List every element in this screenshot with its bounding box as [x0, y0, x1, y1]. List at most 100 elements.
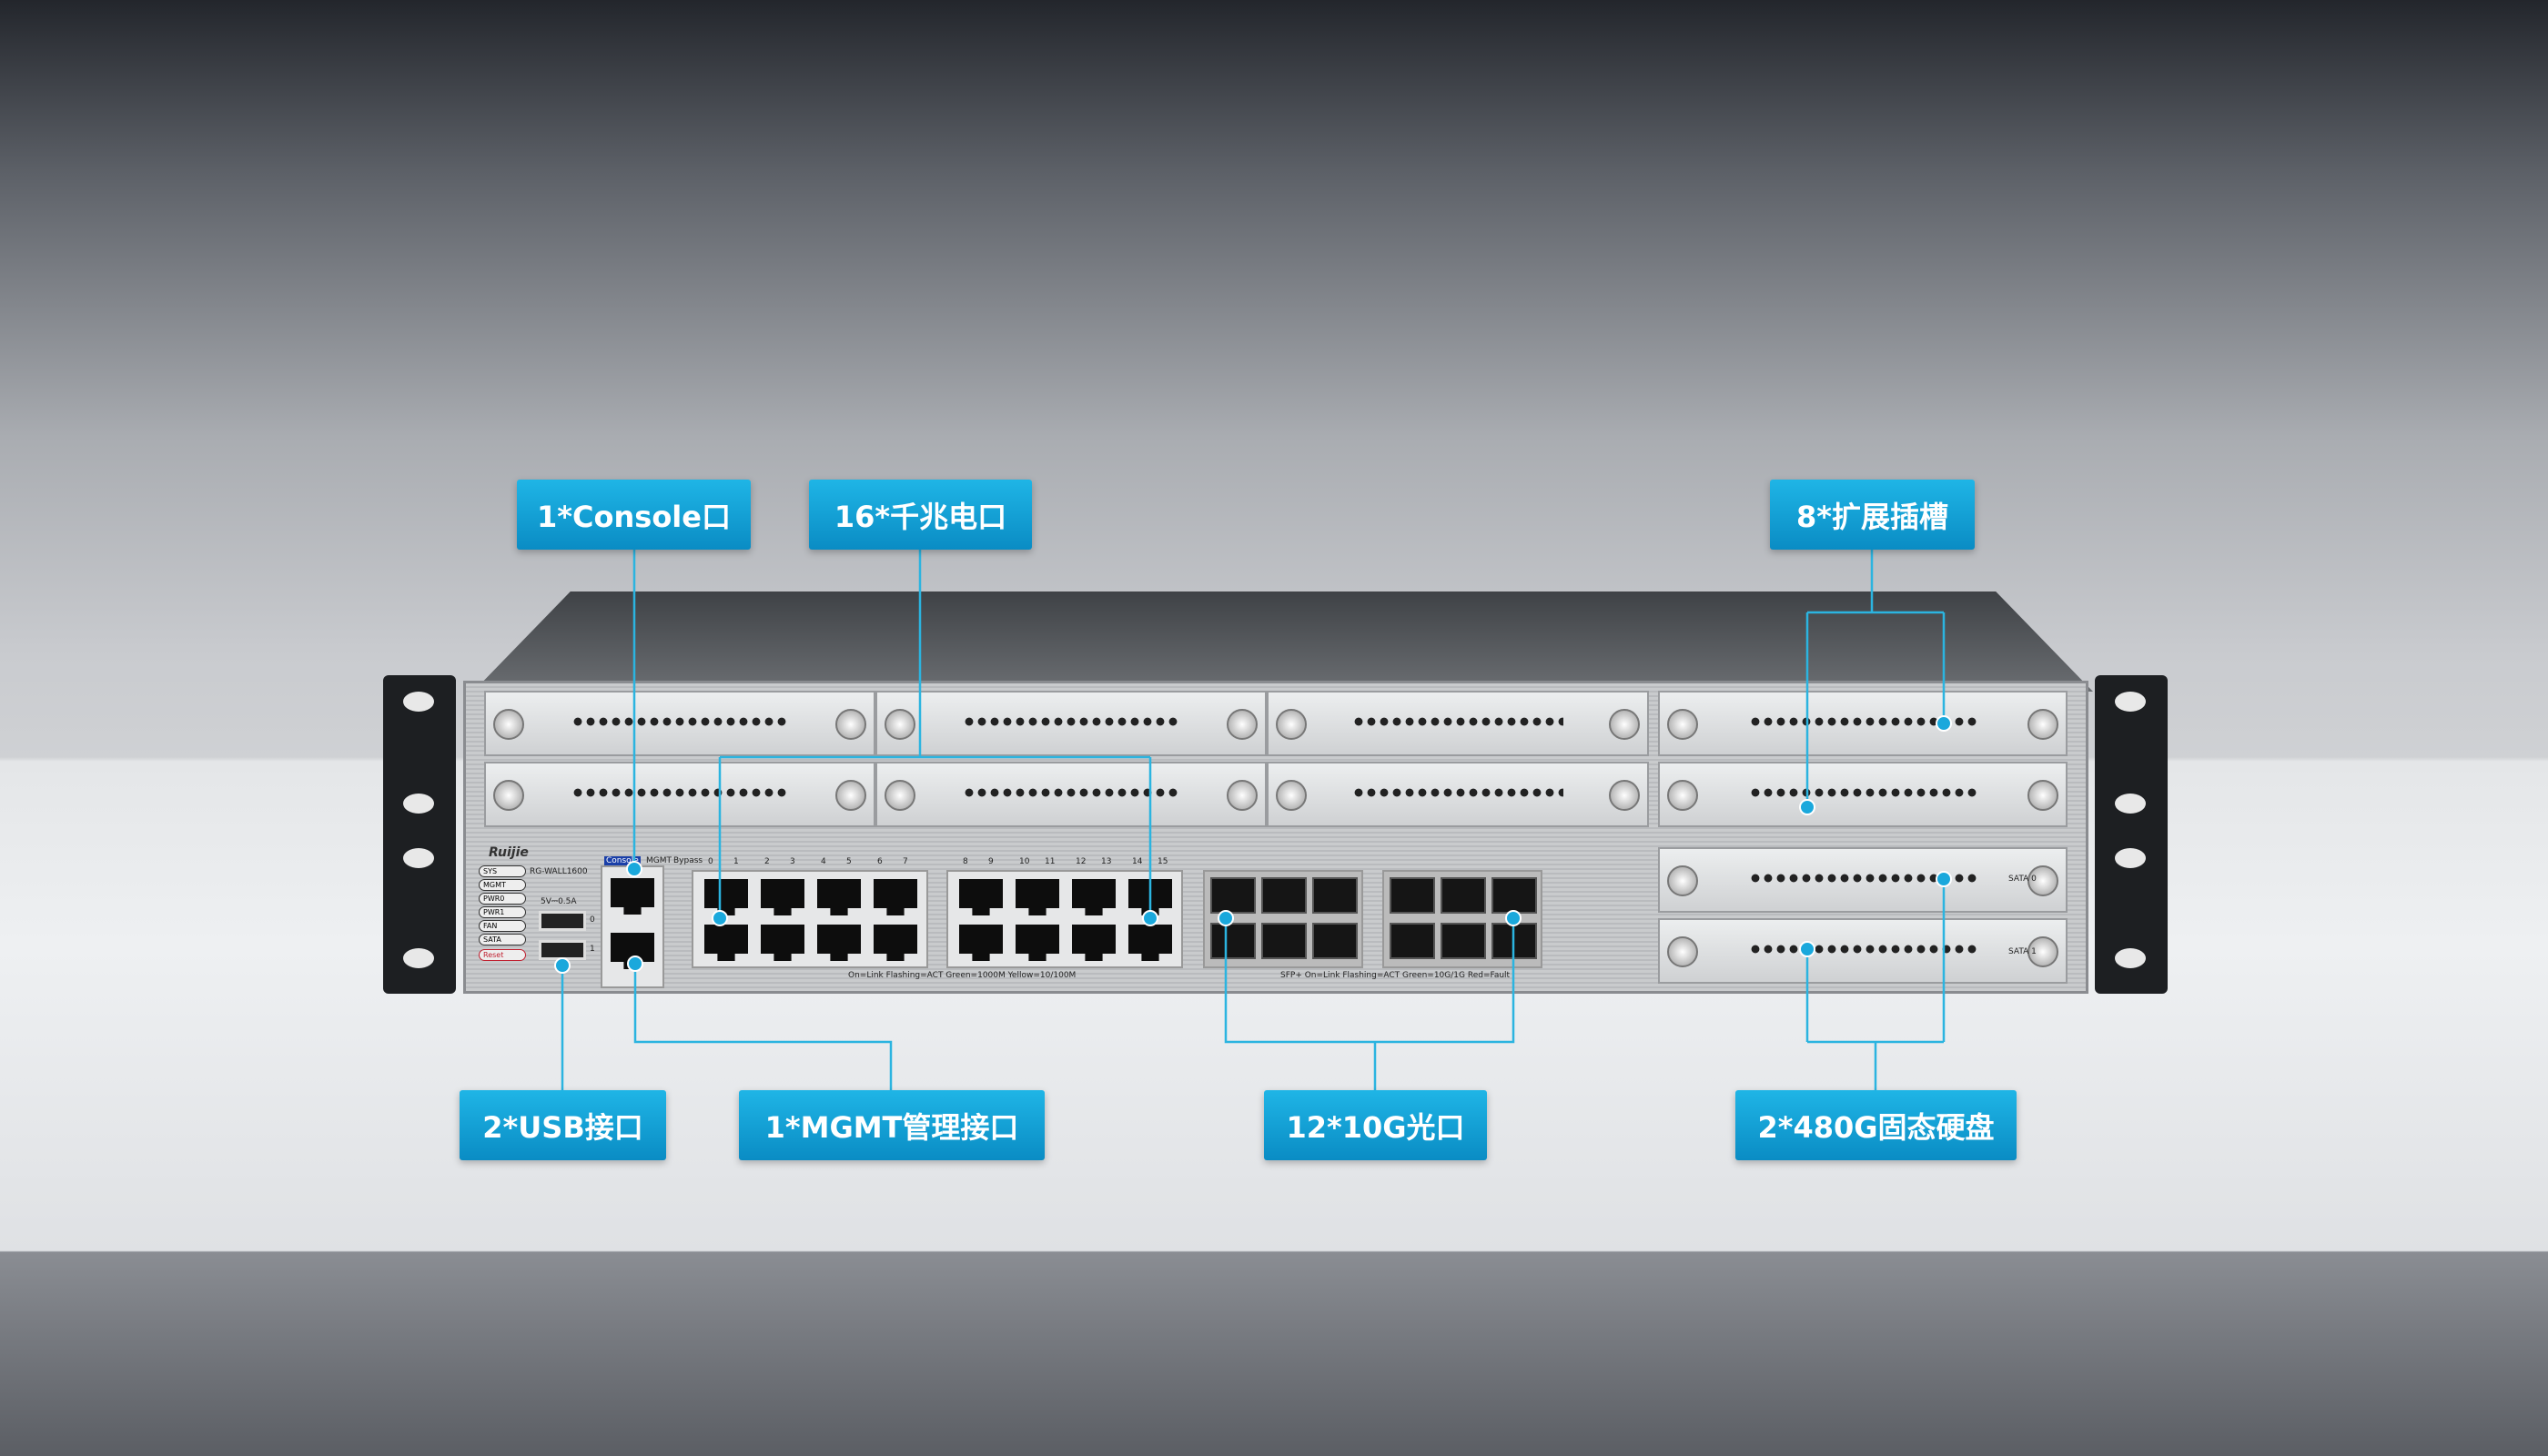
- usb-port-0[interactable]: [539, 911, 586, 931]
- usb-rating: 5V⎓0.5A: [541, 897, 577, 906]
- led-fan: FAN: [479, 920, 526, 932]
- console-mgmt-block: [601, 865, 664, 988]
- port-number: 14: [1132, 857, 1143, 866]
- sfp-port-9[interactable]: [1390, 923, 1435, 959]
- rack-ear-left: [383, 675, 456, 994]
- usb-port-1-label: 1: [590, 945, 595, 954]
- vent-icon: [571, 787, 789, 798]
- bypass-label: Bypass: [673, 856, 703, 865]
- port-number: 10: [1019, 857, 1030, 866]
- brand-logo: Ruijie: [489, 845, 529, 860]
- port-number: 12: [1076, 857, 1087, 866]
- copper-led-legend: On=Link Flashing=ACT Green=1000M Yellow=…: [848, 971, 1077, 980]
- screw-icon: [835, 709, 866, 740]
- callout-dot: [1218, 910, 1234, 926]
- sfp-port-4[interactable]: [1261, 923, 1307, 959]
- ssd-bay-1: [1658, 918, 2068, 984]
- sfp-port-10[interactable]: [1441, 923, 1486, 959]
- screw-icon: [2027, 709, 2058, 740]
- vent-icon: [962, 787, 1180, 798]
- screw-icon: [1667, 865, 1698, 896]
- port-number: 0: [708, 857, 713, 866]
- screw-icon: [1609, 709, 1640, 740]
- callout-ssd: 2*480G固态硬盘: [1735, 1090, 2017, 1160]
- expansion-slot-1: [484, 762, 875, 827]
- vent-icon: [571, 716, 789, 727]
- port-number: 7: [903, 857, 908, 866]
- sfp-port-3[interactable]: [1210, 923, 1256, 959]
- ssd-label-1: SATA 1: [2008, 947, 2037, 956]
- screw-icon: [2027, 780, 2058, 811]
- port-number: 9: [988, 857, 994, 866]
- console-port-label: Console: [604, 856, 641, 865]
- sfp-port-6[interactable]: [1390, 877, 1435, 914]
- callout-dot: [1799, 941, 1815, 957]
- sfp-port-group-left: [1203, 870, 1363, 968]
- callout-usb: 2*USB接口: [460, 1090, 666, 1160]
- gigabit-port-group-left: 0 1 2 3 4 5 6 7: [692, 857, 928, 968]
- vent-icon: [962, 716, 1180, 727]
- led-sys: SYS: [479, 865, 526, 877]
- callout-dot: [712, 910, 728, 926]
- callout-dot: [1936, 715, 1952, 732]
- led-pwr0: PWR0: [479, 893, 526, 905]
- expansion-slot-7: [1658, 762, 2068, 827]
- screw-icon: [1667, 780, 1698, 811]
- vent-icon: [1749, 787, 1977, 798]
- usb-port-0-label: 0: [590, 915, 595, 925]
- callout-dot: [1142, 910, 1158, 926]
- port-number: 15: [1158, 857, 1168, 866]
- vent-icon: [1351, 716, 1564, 727]
- vent-icon: [1749, 873, 1977, 884]
- screw-icon: [2027, 936, 2058, 967]
- port-number: 4: [821, 857, 826, 866]
- sfp-port-0[interactable]: [1210, 877, 1256, 914]
- screw-icon: [835, 780, 866, 811]
- vent-icon: [1351, 787, 1564, 798]
- port-number: 2: [764, 857, 770, 866]
- expansion-slot-6: [1658, 691, 2068, 756]
- callout-dot: [1799, 799, 1815, 815]
- sfp-led-legend: SFP+ On=Link Flashing=ACT Green=10G/1G R…: [1280, 971, 1511, 980]
- screw-icon: [1276, 709, 1307, 740]
- callout-dot: [554, 957, 571, 974]
- callout-10g-ports: 12*10G光口: [1264, 1090, 1487, 1160]
- callout-mgmt: 1*MGMT管理接口: [739, 1090, 1045, 1160]
- port-number: 6: [877, 857, 883, 866]
- screw-icon: [1667, 936, 1698, 967]
- reset-button[interactable]: Reset: [479, 949, 526, 961]
- port-number: 1: [733, 857, 739, 866]
- screw-icon: [1609, 780, 1640, 811]
- sfp-port-7[interactable]: [1441, 877, 1486, 914]
- screw-icon: [1667, 709, 1698, 740]
- vent-icon: [1749, 716, 1977, 727]
- port-number: 8: [963, 857, 968, 866]
- expansion-slot-4: [1267, 691, 1649, 756]
- expansion-slot-0: [484, 691, 875, 756]
- chassis-top: [473, 592, 2093, 692]
- led-pwr1: PWR1: [479, 906, 526, 918]
- led-mgmt: MGMT: [479, 879, 526, 891]
- port-number: 3: [790, 857, 795, 866]
- screw-icon: [493, 780, 524, 811]
- led-sata: SATA: [479, 934, 526, 945]
- screw-icon: [885, 709, 915, 740]
- sfp-port-1[interactable]: [1261, 877, 1307, 914]
- port-number: 5: [846, 857, 852, 866]
- screw-icon: [493, 709, 524, 740]
- callout-gigabit-ports: 16*千兆电口: [809, 480, 1032, 550]
- sfp-port-5[interactable]: [1312, 923, 1358, 959]
- callout-console: 1*Console口: [517, 480, 751, 550]
- sfp-port-2[interactable]: [1312, 877, 1358, 914]
- port-number: 11: [1045, 857, 1056, 866]
- rack-ear-right: [2095, 675, 2168, 994]
- expansion-slot-5: [1267, 762, 1649, 827]
- callout-dot: [626, 861, 642, 877]
- screw-icon: [885, 780, 915, 811]
- screw-icon: [1227, 709, 1258, 740]
- screw-icon: [1227, 780, 1258, 811]
- screw-icon: [1276, 780, 1307, 811]
- model-label: RG-WALL1600: [530, 867, 588, 876]
